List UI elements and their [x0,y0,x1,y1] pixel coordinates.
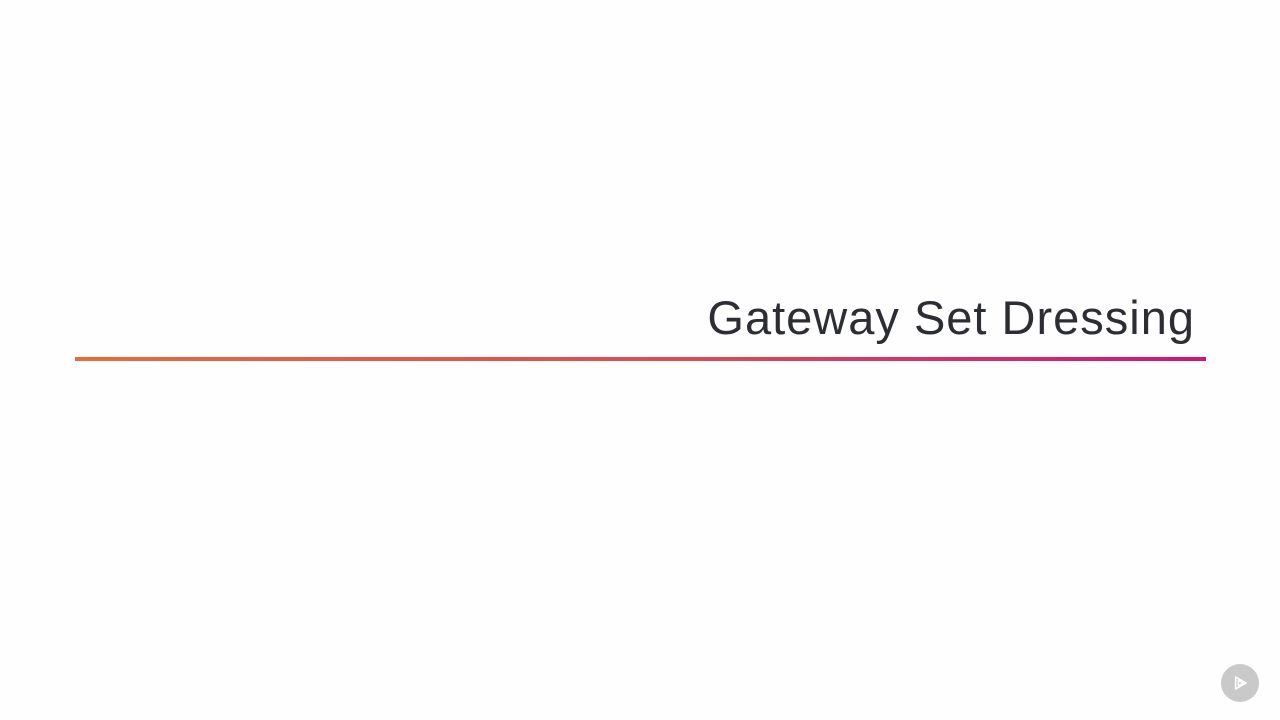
gradient-divider [75,357,1206,361]
pluralsight-play-icon [1234,676,1247,690]
pluralsight-watermark-button[interactable] [1221,664,1259,702]
slide-title: Gateway Set Dressing [707,291,1195,344]
